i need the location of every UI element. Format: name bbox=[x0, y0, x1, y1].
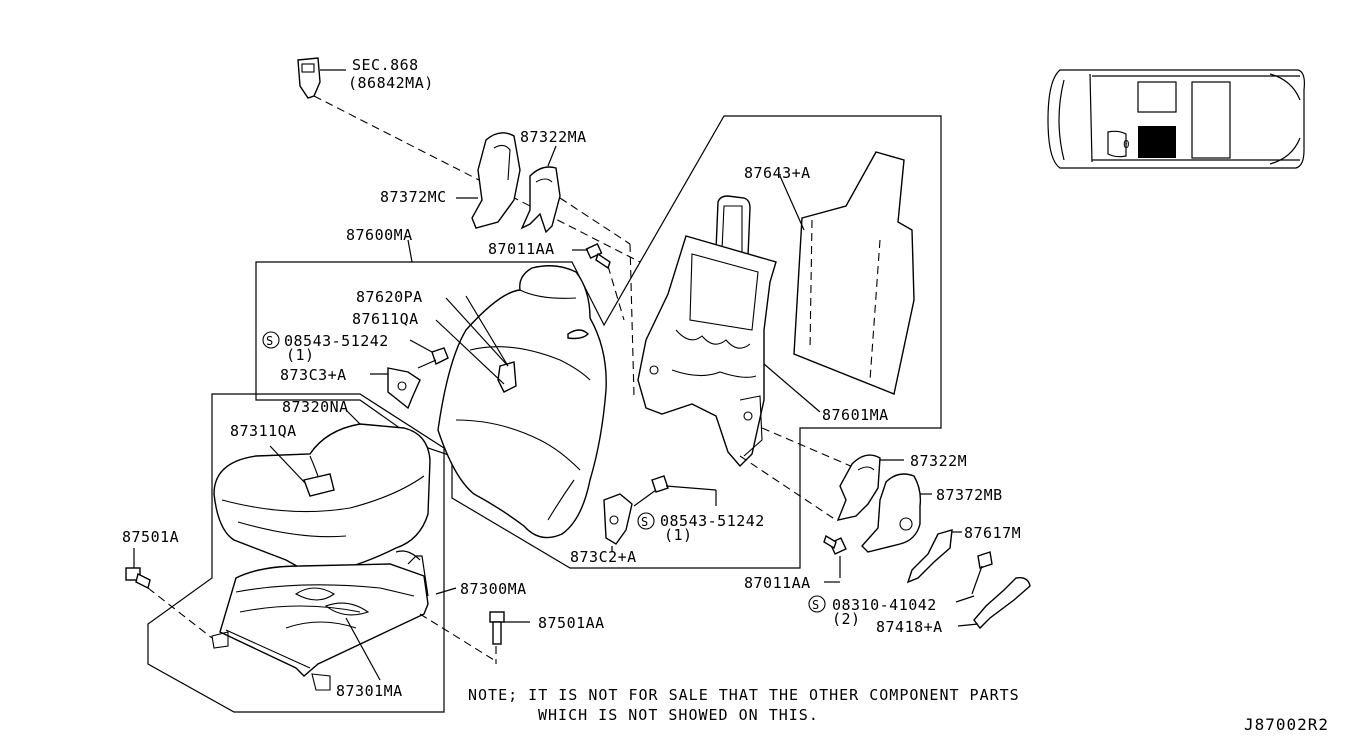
diagram-reference-code: J87002R2 bbox=[1244, 715, 1329, 734]
label-87322M: 87322M bbox=[910, 452, 967, 470]
label-s08543-bottom-qty: (1) bbox=[664, 526, 693, 544]
label-87617M: 87617M bbox=[964, 524, 1021, 542]
label-87643A: 87643+A bbox=[744, 164, 811, 182]
label-87501AA: 87501AA bbox=[538, 614, 605, 632]
bolt-87011AA-top-part bbox=[572, 243, 611, 270]
seat-adjuster-part bbox=[211, 550, 429, 691]
finisher-87372MB-part bbox=[861, 473, 932, 553]
label-87301MA: 87301MA bbox=[336, 682, 403, 700]
seatback-assembly-part bbox=[435, 265, 607, 539]
label-87620PA: 87620PA bbox=[356, 288, 423, 306]
label-sec868-sub: (86842MA) bbox=[348, 74, 434, 92]
bracket-87617M-part bbox=[906, 529, 962, 584]
seatback-group-outline bbox=[255, 115, 942, 569]
label-87418A: 87418+A bbox=[876, 618, 943, 636]
s-symbol-middle bbox=[637, 512, 655, 530]
seat-belt-buckle-part bbox=[297, 57, 346, 99]
screw-08543-bottom-part bbox=[633, 475, 717, 507]
cushion-group-outline bbox=[147, 393, 445, 713]
bolt-87011AA-bottom-part bbox=[823, 534, 847, 583]
seat-cushion-part bbox=[213, 423, 431, 577]
s-symbol-top-text: S bbox=[266, 334, 274, 348]
label-s08310-qty: (2) bbox=[832, 610, 861, 628]
s-symbol-bottom bbox=[808, 595, 826, 613]
bracket-873C3A-part bbox=[370, 367, 421, 410]
note-line-2: WHICH IS NOT SHOWED ON THIS. bbox=[538, 706, 819, 724]
label-87011AA-top: 87011AA bbox=[488, 240, 555, 258]
label-87501A: 87501A bbox=[122, 528, 179, 546]
seatback-frame-part bbox=[637, 195, 821, 468]
label-87372MC: 87372MC bbox=[380, 188, 447, 206]
label-873C2A: 873C2+A bbox=[570, 548, 637, 566]
label-87322MA: 87322MA bbox=[520, 128, 587, 146]
label-s08310: 08310-41042 bbox=[832, 596, 937, 614]
svg-text:0: 0 bbox=[1123, 138, 1130, 151]
s-symbol-top bbox=[262, 331, 280, 349]
s-symbol-bottom-text: S bbox=[812, 598, 820, 612]
hinge-cover-87322M-part bbox=[836, 454, 904, 521]
screw-08543-top-part bbox=[409, 339, 449, 369]
bracket-873C2A-part bbox=[603, 493, 633, 552]
seatback-pad-part bbox=[779, 151, 915, 395]
label-87311QA: 87311QA bbox=[230, 422, 297, 440]
label-87372MB: 87372MB bbox=[936, 486, 1003, 504]
hinge-cover-87322MA-part bbox=[520, 145, 561, 234]
label-873C3A: 873C3+A bbox=[280, 366, 347, 384]
bolt-87501AA-part bbox=[489, 611, 530, 645]
label-87601MA: 87601MA bbox=[822, 406, 889, 424]
label-87011AA-bottom: 87011AA bbox=[744, 574, 811, 592]
cover-87418A-part bbox=[957, 576, 1031, 630]
screw-08310-part bbox=[955, 551, 993, 603]
label-87320NA: 87320NA bbox=[282, 398, 349, 416]
vehicle-locator-icon: 0 bbox=[1047, 69, 1305, 169]
note-line-1: NOTE; IT IS NOT FOR SALE THAT THE OTHER … bbox=[468, 686, 1020, 704]
label-87611QA: 87611QA bbox=[352, 310, 419, 328]
s-symbol-middle-text: S bbox=[641, 515, 649, 529]
bolt-87501A-part bbox=[125, 548, 151, 590]
finisher-87372MC-part bbox=[456, 132, 521, 229]
label-87600MA: 87600MA bbox=[346, 226, 413, 244]
label-s08543-top: 08543-51242 bbox=[284, 332, 389, 350]
label-s08543-bottom: 08543-51242 bbox=[660, 512, 765, 530]
label-87300MA: 87300MA bbox=[460, 580, 527, 598]
label-sec868: SEC.868 bbox=[352, 56, 419, 74]
label-s08543-top-qty: (1) bbox=[286, 346, 315, 364]
